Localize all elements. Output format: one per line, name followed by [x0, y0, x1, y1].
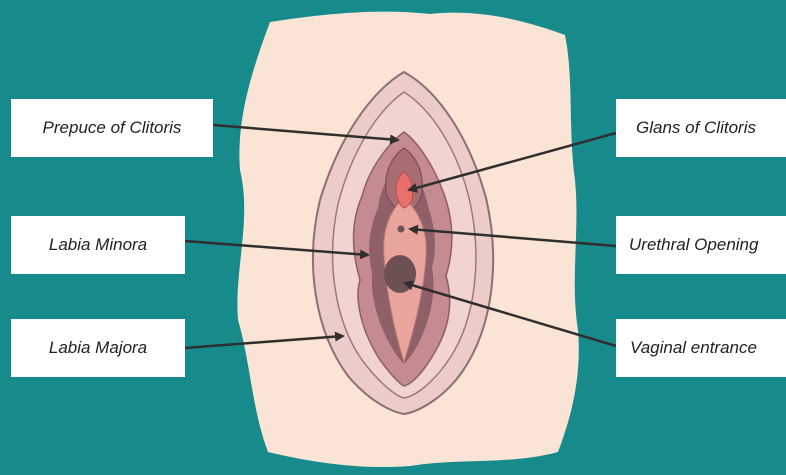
urethral-opening — [398, 226, 405, 233]
label-labia-minora: Labia Minora — [11, 216, 185, 274]
label-glans-of-clitoris: Glans of Clitoris — [616, 99, 786, 157]
label-vaginal-entrance: Vaginal entrance — [616, 319, 786, 377]
vaginal-opening — [384, 255, 416, 293]
label-labia-majora: Labia Majora — [11, 319, 185, 377]
label-urethral-opening: Urethral Opening — [616, 216, 786, 274]
label-prepuce-of-clitoris: Prepuce of Clitoris — [11, 99, 213, 157]
